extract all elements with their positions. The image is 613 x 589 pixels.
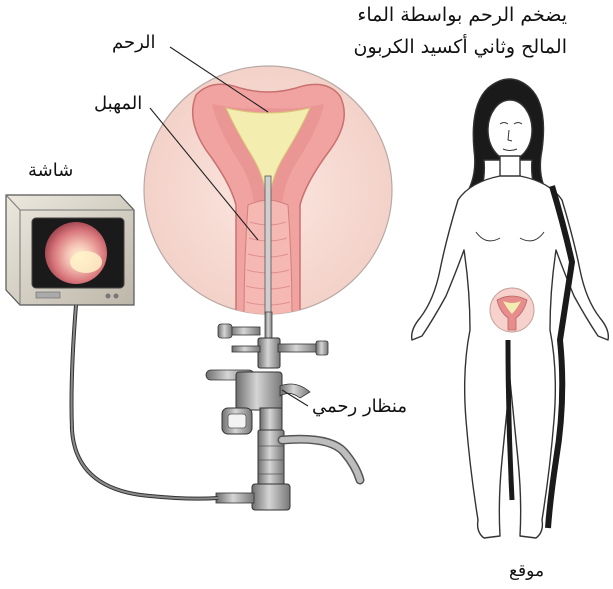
monitor-label: شاشة bbox=[28, 160, 73, 181]
insufflation-label-line1: يضخم الرحم بواسطة الماء bbox=[357, 4, 567, 26]
insufflation-label-line2: المالح وثاني أكسيد الكربون bbox=[354, 36, 567, 58]
uterus-inset bbox=[144, 66, 392, 326]
hysteroscope-label: منظار رحمي bbox=[312, 396, 407, 417]
monitor-cable bbox=[72, 305, 219, 499]
location-label: موقع bbox=[509, 561, 544, 581]
vagina-label: المهبل bbox=[94, 93, 142, 114]
body-uterus-inset bbox=[490, 288, 534, 332]
uterus-label: الرحم bbox=[112, 32, 156, 53]
endoscopic-view bbox=[45, 222, 107, 284]
